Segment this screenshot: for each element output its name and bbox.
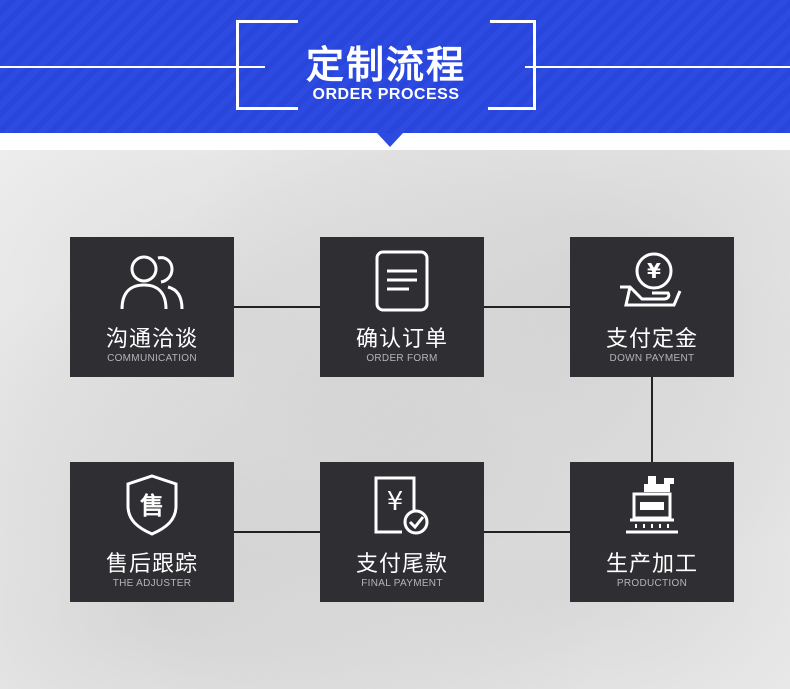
- connector-line: [234, 531, 320, 533]
- shield-icon: 售: [70, 472, 234, 542]
- connector-line: [484, 306, 570, 308]
- step-subtitle: FINAL PAYMENT: [361, 578, 443, 589]
- step-subtitle: THE ADJUSTER: [112, 578, 192, 589]
- header-line-right: [525, 66, 790, 68]
- step-title: 支付定金: [605, 327, 698, 352]
- yen-coin-hand-icon: ¥: [570, 247, 734, 317]
- step-communication: 沟通洽谈 COMMUNICATION: [70, 237, 234, 377]
- step-order-form: 确认订单 ORDER FORM: [320, 237, 484, 377]
- step-title: 沟通洽谈: [105, 327, 198, 352]
- frame-edge: [236, 107, 298, 110]
- people-icon: [70, 247, 234, 317]
- connector-line: [651, 377, 653, 462]
- step-title: 确认订单: [355, 327, 448, 352]
- step-production: 生产加工 PRODUCTION: [570, 462, 734, 602]
- step-title: 支付尾款: [355, 552, 448, 577]
- frame-edge: [236, 20, 298, 23]
- frame-edge: [533, 20, 536, 110]
- step-after-sales: 售 售后跟踪 THE ADJUSTER: [70, 462, 234, 602]
- machine-icon: [570, 472, 734, 542]
- header-pointer: [377, 133, 403, 147]
- step-title: 生产加工: [605, 552, 698, 577]
- document-icon: [320, 247, 484, 317]
- frame-edge: [236, 20, 239, 110]
- connector-line: [234, 306, 320, 308]
- step-down-payment: ¥ 支付定金 DOWN PAYMENT: [570, 237, 734, 377]
- step-final-payment: ¥ 支付尾款 FINAL PAYMENT: [320, 462, 484, 602]
- frame-edge: [488, 107, 536, 110]
- page-title: 定制流程: [305, 43, 466, 87]
- header-line-left: [0, 66, 265, 68]
- step-subtitle: DOWN PAYMENT: [609, 353, 695, 364]
- step-subtitle: COMMUNICATION: [107, 353, 197, 364]
- page-subtitle: ORDER PROCESS: [312, 86, 460, 103]
- background-image: [0, 150, 790, 689]
- connector-line: [484, 531, 570, 533]
- shield-glyph: 售: [140, 492, 164, 520]
- yen-glyph: ¥: [647, 259, 661, 283]
- frame-edge: [490, 20, 536, 23]
- step-title: 售后跟踪: [105, 552, 198, 577]
- step-subtitle: PRODUCTION: [616, 578, 688, 589]
- yen-glyph: ¥: [387, 487, 404, 517]
- step-subtitle: ORDER FORM: [366, 353, 438, 364]
- yen-receipt-check-icon: ¥: [320, 472, 484, 542]
- header-banner: 定制流程 ORDER PROCESS: [0, 0, 790, 133]
